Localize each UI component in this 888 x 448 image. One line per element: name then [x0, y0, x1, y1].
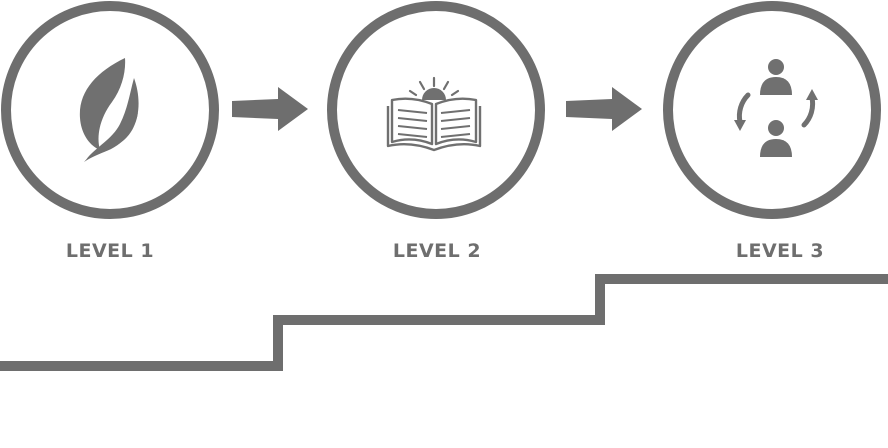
level-2-label: LEVEL 2 — [392, 240, 482, 262]
arrow-right-icon — [232, 87, 308, 131]
leaf-flame-icon — [79, 58, 139, 162]
people-exchange-icon — [734, 59, 818, 157]
level-3-circle — [663, 1, 881, 219]
level-1-circle — [1, 1, 219, 219]
staircase-line — [0, 274, 888, 371]
open-book-sunrise-icon — [386, 76, 482, 152]
level-2-circle — [327, 1, 545, 219]
arrow-right-icon — [566, 87, 642, 131]
level-3-label: LEVEL 3 — [735, 240, 825, 262]
level-1-label: LEVEL 1 — [65, 240, 155, 262]
